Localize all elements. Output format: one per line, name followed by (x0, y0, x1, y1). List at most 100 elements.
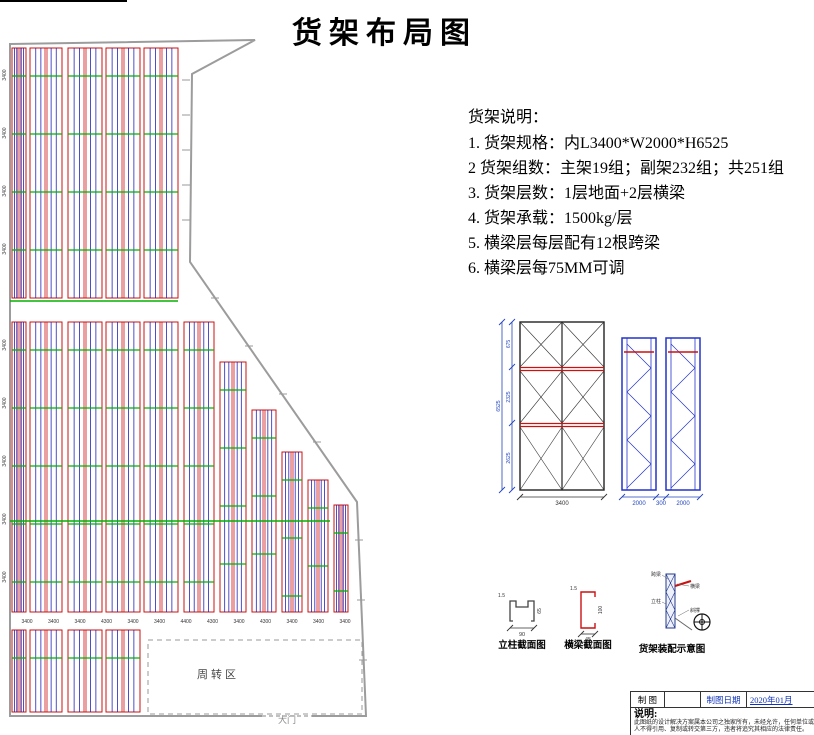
building-wall-outline (9, 39, 368, 717)
rack-run (219, 361, 247, 613)
rack-run (281, 451, 303, 613)
title-block: 制 图 制图日期 2020年01月 说明: 此图纸的设计解决方案属本公司之独家所… (630, 691, 814, 735)
bay-dimension-label: 3400 (286, 619, 297, 625)
bay-dimension-label: 3400 (74, 619, 85, 625)
bay-dimension-label: 3400 (48, 619, 59, 625)
bay-dimension-label: 3400 (313, 619, 324, 625)
side-dimension-label: 3400 (2, 243, 8, 254)
rack-run (143, 321, 179, 613)
section-dim: 1.5 (570, 586, 577, 592)
beam-profile (580, 591, 596, 629)
column-section-label: 立柱截面图 (498, 639, 546, 651)
title-block-header-row: 制 图 制图日期 2020年01月 (631, 692, 814, 708)
side-dimension-label: 3400 (2, 185, 8, 196)
side-dim: 2000 (676, 501, 690, 507)
bay-dimension-label: 4300 (260, 619, 271, 625)
x-brace (519, 426, 563, 491)
bay-dimension-label: 4400 (180, 619, 191, 625)
x-brace (561, 321, 605, 368)
rack-run (67, 629, 103, 713)
gate-label: 大门 (278, 714, 296, 725)
rack-run (11, 47, 27, 299)
part-label: 横梁 (690, 583, 700, 590)
rack-run (333, 504, 349, 613)
x-brace (561, 370, 605, 424)
rack-note-item: 4. 货架承载：1500kg/层 (468, 210, 633, 227)
bay-dimension-label: 4300 (207, 619, 218, 625)
rack-run (29, 321, 63, 613)
rack-run (105, 321, 141, 613)
turnover-area-label: 周转区 (197, 667, 239, 681)
rack-note-item: 2 货架组数：主架19组；副架232组；共251组 (468, 160, 785, 177)
rack-run (143, 47, 179, 299)
date-value: 2020年01月 (750, 694, 793, 705)
note-heading: 说明: (634, 709, 658, 720)
rack-run (29, 47, 63, 299)
note-line: 人不得引用、复制或转交第三方，违者将追究其相应的法律责任。 (634, 727, 809, 733)
rack-side-elevation: 2000 300 2000 (618, 337, 704, 507)
rack-notes-heading: 货架说明： (468, 109, 549, 126)
bay-dimension-label: 3400 (233, 619, 244, 625)
rack-run (11, 629, 27, 713)
x-brace (519, 321, 563, 368)
side-dimension-label: 3400 (2, 397, 8, 408)
section-dim: 100 (598, 606, 604, 615)
beam-section-diagram: 45 1.5 100 横梁截面图 (564, 586, 612, 651)
section-dim: 1.5 (498, 593, 505, 599)
side-dim: 300 (656, 501, 667, 507)
assembly-brace (674, 617, 693, 631)
beam-section-label: 横梁截面图 (564, 639, 612, 651)
section-dim: 45 (585, 637, 591, 643)
elevation-dim: 2325 (506, 391, 512, 402)
elevation-dim: 675 (506, 340, 512, 349)
assembly-label: 货架装配示意图 (638, 643, 706, 655)
elevation-width-dim: 3400 (555, 501, 569, 507)
column-section-diagram: 90 1.5 65 立柱截面图 (498, 593, 546, 651)
elevation-total-dim: 6525 (496, 400, 502, 411)
rack-run (251, 409, 277, 613)
rack-run (67, 47, 103, 299)
bay-dimension-label: 3400 (339, 619, 350, 625)
side-dimension-label: 3400 (2, 69, 8, 80)
title-block-note: 说明: 此图纸的设计解决方案属本公司之独家所有，未经允许，任何单位或个 人不得引… (631, 708, 814, 735)
truss-bracing (626, 343, 652, 489)
side-dimension-label: 3400 (2, 339, 8, 350)
drafter-value (665, 692, 701, 707)
rack-run (183, 321, 215, 613)
drafter-label: 制 图 (631, 692, 665, 707)
rack-run (307, 479, 329, 613)
rack-run (105, 629, 141, 713)
part-label: 跨梁 (651, 571, 661, 578)
part-label: 斜撑 (690, 607, 700, 614)
rack-run (11, 321, 27, 613)
rack-run (67, 321, 103, 613)
side-dim: 2000 (632, 501, 646, 507)
assembly-beam (674, 579, 692, 588)
rack-run (29, 629, 63, 713)
rack-front-elevation: 675 2325 2625 6525 3400 (496, 318, 608, 507)
side-dimension-label: 3400 (2, 455, 8, 466)
rack-note-item: 6. 横梁层每75MM可调 (468, 260, 625, 277)
rack-note-item: 5. 横梁层每层配有12根跨梁 (468, 235, 661, 252)
rack-notes: 货架说明： 1. 货架规格：内L3400*W2000*H6525 2 货架组数：… (468, 104, 784, 281)
truss-bracing (670, 343, 696, 489)
rack-run (105, 47, 141, 299)
section-dim: 65 (537, 608, 543, 614)
rack-note-item: 3. 货架层数：1层地面+2层横梁 (468, 185, 686, 202)
bay-dimension-label: 3400 (21, 619, 32, 625)
bay-dimension-label: 4300 (101, 619, 112, 625)
elevation-dim: 2625 (506, 452, 512, 463)
date-label: 制图日期 (701, 692, 747, 707)
rack-note-item: 1. 货架规格：内L3400*W2000*H6525 (468, 135, 729, 152)
floor-plan: 3400 3400 3400 4300 3400 3400 4400 4300 3400 4300… (2, 39, 368, 725)
section-dim: 90 (519, 632, 525, 638)
side-dimension-label: 3400 (2, 513, 8, 524)
x-brace (519, 370, 563, 424)
sheet-border-line (0, 0, 127, 2)
part-label: 立柱 (651, 598, 661, 605)
turnover-area (147, 639, 363, 715)
side-dimension-label: 3400 (2, 127, 8, 138)
x-brace (561, 426, 605, 491)
